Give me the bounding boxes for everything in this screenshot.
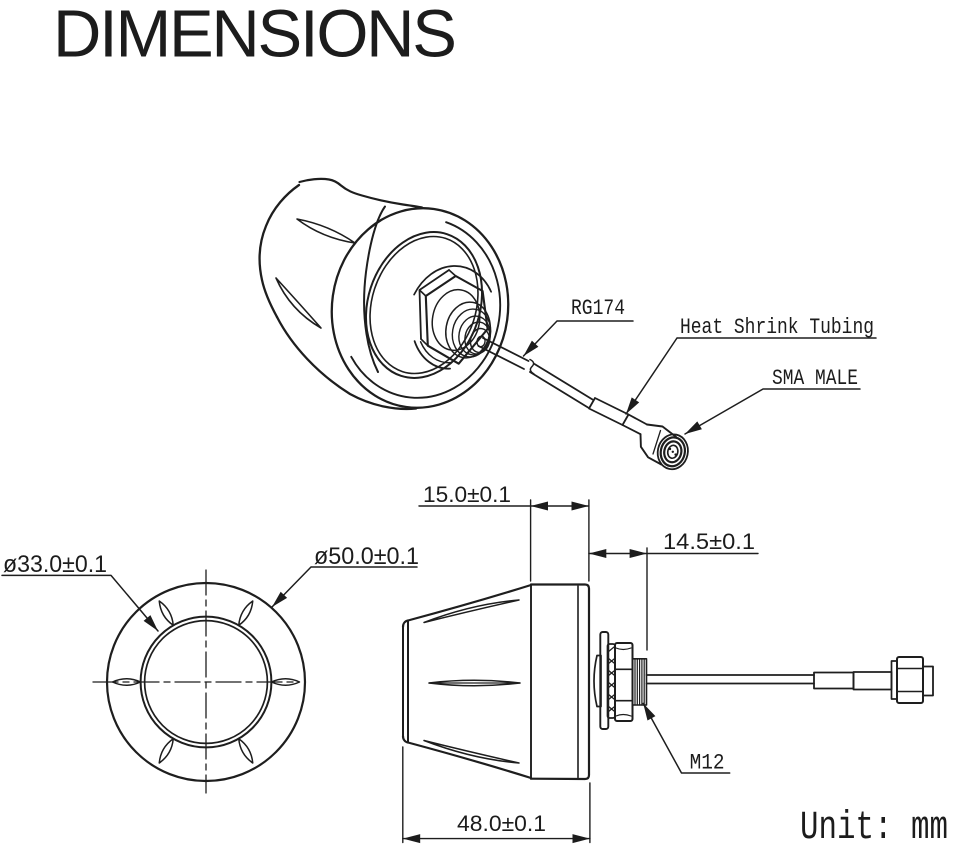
svg-text:DIMENSIONS: DIMENSIONS [53,0,457,72]
svg-text:Unit: mm: Unit: mm [800,806,948,844]
svg-text:15.0±0.1: 15.0±0.1 [423,482,511,507]
svg-text:ø50.0±0.1: ø50.0±0.1 [314,543,419,570]
svg-text:14.5±0.1: 14.5±0.1 [663,529,755,554]
svg-text:48.0±0.1: 48.0±0.1 [457,811,546,836]
svg-text:SMA MALE: SMA MALE [772,366,858,391]
svg-text:ø33.0±0.1: ø33.0±0.1 [3,551,107,578]
svg-text:RG174: RG174 [571,296,625,321]
svg-text:M12: M12 [690,751,725,776]
svg-text:Heat Shrink Tubing: Heat Shrink Tubing [680,315,874,340]
